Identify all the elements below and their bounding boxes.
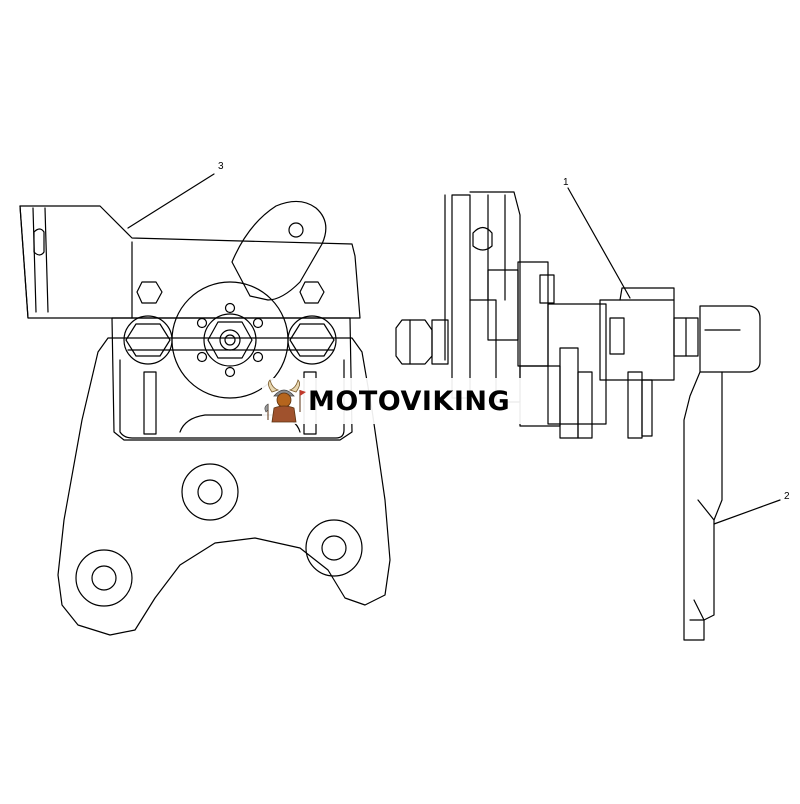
callout-3: 3: [218, 161, 224, 172]
hex-nut-right: [299, 281, 325, 304]
bracket-hole-left: [75, 549, 133, 607]
bolt-left: [123, 315, 173, 365]
leader-line-1: [567, 187, 631, 299]
hub-nut-outer: [203, 313, 257, 367]
hex-nut-left: [136, 281, 163, 304]
callout-2: 2: [784, 491, 790, 502]
bolt-right: [287, 315, 337, 365]
lever-arm: [231, 200, 327, 301]
bracket-hole-right: [305, 519, 363, 577]
brand-watermark: MOTOVIKING: [262, 378, 534, 424]
side-bolt-head: [395, 319, 433, 365]
right-assembly-side-view: [395, 191, 761, 641]
side-lever-arm: [683, 305, 761, 641]
bracket-hole-top: [181, 463, 239, 521]
caliper-bracket-arm: [19, 205, 361, 319]
callout-1: 1: [563, 177, 569, 188]
leader-line-2: [713, 499, 781, 525]
brand-watermark-text: MOTOVIKING: [308, 385, 511, 417]
hub-plate: [171, 281, 289, 399]
mounting-bracket-plate: [57, 337, 391, 636]
viking-mascot-icon: [264, 379, 306, 423]
leader-line-3: [127, 173, 215, 229]
disc-plate-outer: [451, 194, 471, 399]
